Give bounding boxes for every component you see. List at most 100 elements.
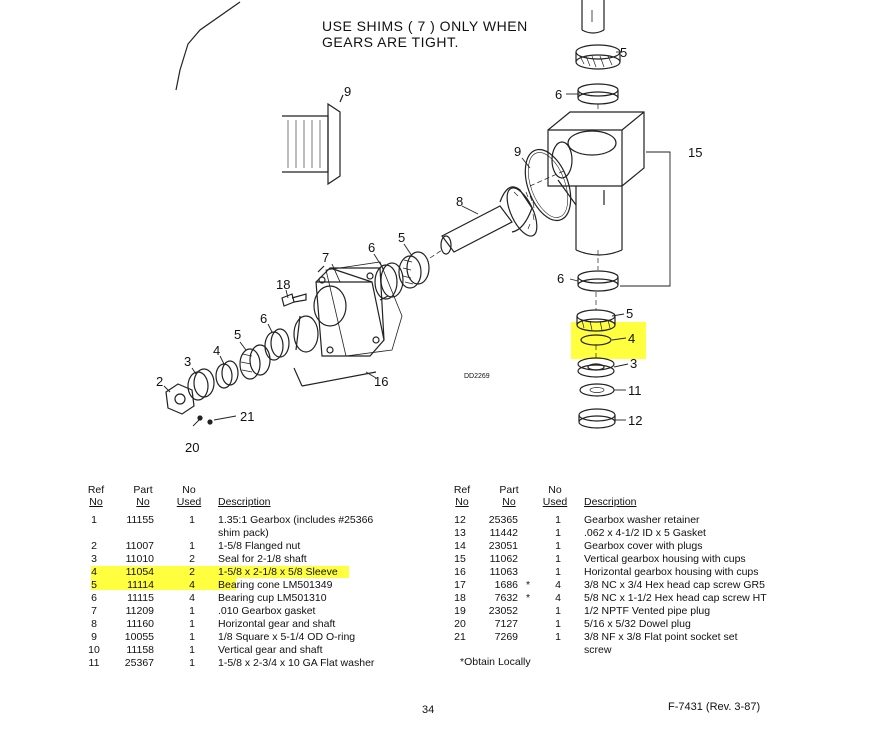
- cell-ref: 2: [91, 540, 97, 552]
- callout-18: 18: [276, 277, 290, 292]
- cell-ref: 8: [91, 618, 97, 630]
- header-used: No Used: [176, 484, 202, 508]
- cell-desc: 1.35:1 Gearbox (includes #25366: [218, 514, 374, 526]
- cell-part: 11063: [489, 566, 518, 578]
- cell-desc: Horizontal gearbox housing with cups: [584, 566, 759, 578]
- cell-ref: 9: [91, 631, 97, 643]
- callout-16: 16: [374, 374, 388, 389]
- cell-part: 11054: [125, 566, 154, 578]
- shim-note: USE SHIMS ( 7 ) ONLY WHEN GEARS ARE TIGH…: [322, 18, 528, 50]
- cell-ref: 20: [454, 618, 466, 630]
- callout-5-right: 5: [626, 306, 633, 321]
- vertical-shaft: [581, 0, 605, 34]
- callout-12: 12: [628, 413, 642, 428]
- cell-desc: .010 Gearbox gasket: [218, 605, 316, 617]
- cell-used: 1: [189, 605, 195, 617]
- callout-8: 8: [456, 194, 463, 209]
- washer-11: [579, 383, 615, 397]
- cell-used: 4: [189, 592, 195, 604]
- header-ref: Ref No: [453, 484, 471, 508]
- retainer-12: [578, 408, 616, 429]
- bearing-cup-6-left: [264, 328, 290, 361]
- cell-used: 1: [555, 618, 561, 630]
- cell-part: 11442: [489, 527, 518, 539]
- cell-ref: 6: [91, 592, 97, 604]
- cell-part: 11114: [127, 579, 154, 591]
- callout-2: 2: [156, 374, 163, 389]
- exploded-gearbox-diagram: 9 9 8 7 6 5 18 6 5 4 3 2 20 21 16 15 5 6…: [156, 0, 702, 455]
- cell-part: 10055: [124, 631, 154, 643]
- vertical-housing-15: [547, 111, 645, 256]
- callout-6-top: 6: [555, 87, 562, 102]
- page-number: 34: [422, 704, 435, 716]
- cell-part: 11160: [126, 618, 154, 630]
- o-ring-9: [524, 148, 572, 222]
- flanged-nut-2: [165, 383, 195, 415]
- cell-desc: .062 x 4-1/2 ID x 5 Gasket: [584, 527, 706, 539]
- gear-shaft-8: [440, 186, 538, 255]
- header-description: Description: [584, 496, 637, 508]
- cell-part: 11155: [126, 514, 154, 526]
- bearing-cup-6-top: [577, 83, 619, 105]
- cell-used: 1: [189, 540, 195, 552]
- highlight-row-4: [91, 566, 349, 578]
- cell-desc: Vertical gear and shaft: [218, 644, 323, 656]
- cell-used: 1: [189, 657, 195, 669]
- cell-used: 1: [189, 631, 195, 643]
- callout-11: 11: [628, 383, 642, 398]
- cell-part: 1686: [494, 579, 518, 591]
- cell-desc: Seal for 2-1/8 shaft: [218, 553, 307, 565]
- callout-5-top: 5: [620, 45, 627, 60]
- cell-part: 11115: [127, 592, 154, 604]
- cell-desc: 1-5/8 Flanged nut: [218, 540, 301, 552]
- seal-3-right: [577, 357, 615, 378]
- callout-4-left: 4: [213, 343, 220, 358]
- cell-desc: Horizontal gear and shaft: [218, 618, 336, 630]
- cell-ref: 4: [91, 566, 97, 578]
- cell-ref: 11: [88, 657, 100, 669]
- header-used: No Used: [542, 484, 568, 508]
- cell-ref: 7: [91, 605, 97, 617]
- cell-part: 11007: [125, 540, 154, 552]
- shim-note-line-1: USE SHIMS ( 7 ) ONLY WHEN: [322, 18, 528, 34]
- cell-desc: 5/16 x 5/32 Dowel plug: [584, 618, 691, 630]
- callout-3-right: 3: [630, 356, 637, 371]
- cell-ref: 5: [91, 579, 97, 591]
- diagram-code: DD2269: [464, 373, 490, 380]
- callout-6-right: 6: [557, 271, 564, 286]
- cell-used: 1: [555, 514, 561, 526]
- callout-15: 15: [688, 145, 702, 160]
- cell-ref: 15: [454, 553, 466, 565]
- cell-desc: 3/8 NF x 3/8 Flat point socket set: [584, 631, 738, 643]
- cell-desc: 1-5/8 x 2-1/8 x 5/8 Sleeve: [218, 566, 338, 578]
- cell-part: 11209: [125, 605, 154, 617]
- cell-desc: Vertical gearbox housing with cups: [584, 553, 746, 565]
- seal-9-part: [282, 94, 344, 186]
- cell-used: 4: [555, 579, 561, 591]
- bearing-cone-5-right: [576, 309, 616, 332]
- footnote: *Obtain Locally: [460, 656, 531, 668]
- bearing-cone-5-left: [239, 344, 271, 380]
- cell-star: *: [526, 592, 531, 604]
- cell-ref: 12: [454, 514, 466, 526]
- cell-used: 1: [555, 605, 561, 617]
- cell-used: 2: [189, 553, 195, 565]
- cell-used: 1: [555, 631, 561, 643]
- cell-desc: Gearbox washer retainer: [584, 514, 700, 526]
- callout-6-left: 6: [260, 311, 267, 326]
- header-part: Part No: [133, 484, 153, 508]
- header-part: Part No: [499, 484, 519, 508]
- cell-used: 1: [555, 527, 561, 539]
- cell-ref: 16: [454, 566, 466, 578]
- cell-used: 4: [555, 592, 561, 604]
- cell-used: 1: [555, 566, 561, 578]
- cell-desc: 1-5/8 x 2-3/4 x 10 GA Flat washer: [218, 657, 375, 669]
- callout-6-mid: 6: [368, 240, 375, 255]
- callout-9-top: 9: [344, 84, 351, 99]
- callout-7: 7: [322, 250, 329, 265]
- cell-ref: 18: [454, 592, 466, 604]
- shim-note-line-2: GEARS ARE TIGHT.: [322, 34, 459, 50]
- highlight-row-5: [91, 578, 236, 590]
